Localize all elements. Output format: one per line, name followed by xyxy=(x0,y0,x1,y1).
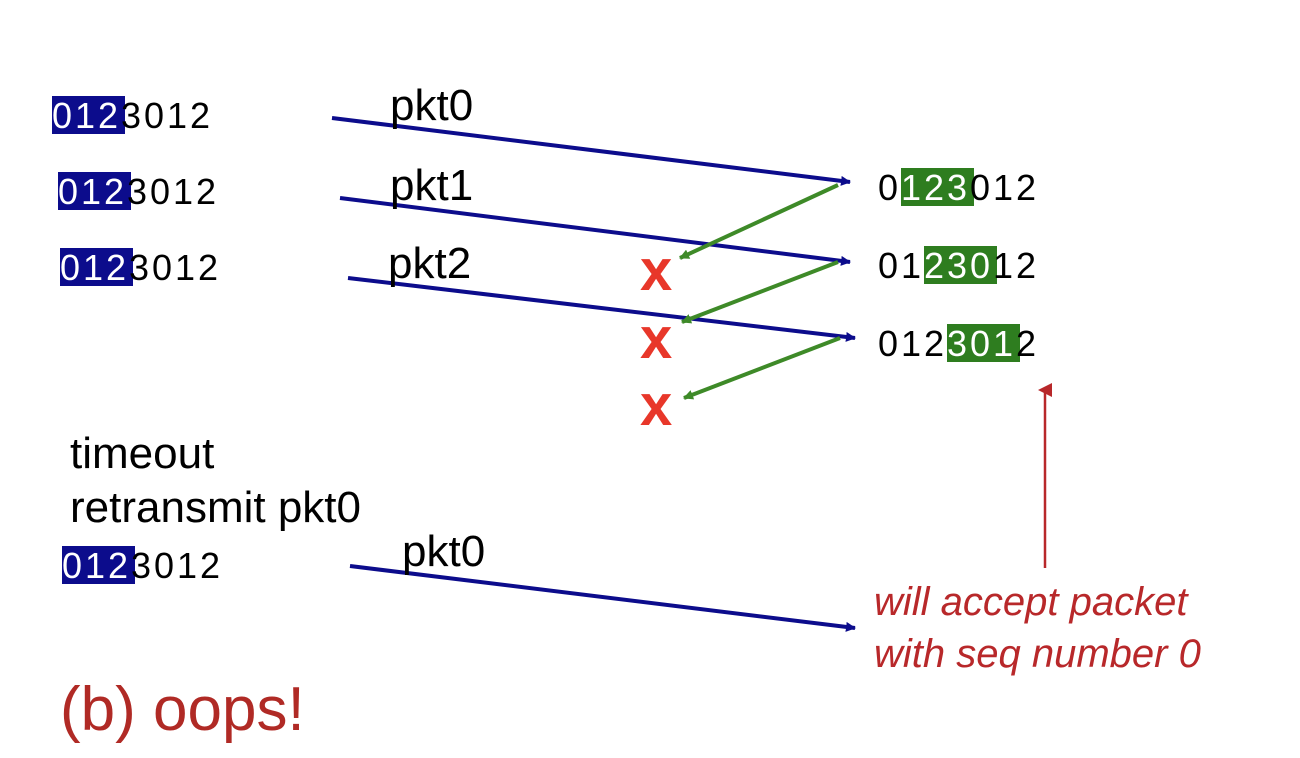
seq-digit: 1 xyxy=(75,95,95,136)
caption: (b) oops! xyxy=(60,675,305,744)
seq-digit: 2 xyxy=(1016,323,1036,364)
seq-digit: 1 xyxy=(83,247,103,288)
seq-digit: 1 xyxy=(167,95,187,136)
loss-x-icon-0: x xyxy=(640,238,672,303)
seq-digit: 0 xyxy=(154,545,174,586)
sender-window-highlight xyxy=(58,172,131,210)
pkt1-arrow xyxy=(339,196,851,266)
seq-digit: 1 xyxy=(901,245,921,286)
seq-digit: 3 xyxy=(947,245,967,286)
seq-digit: 1 xyxy=(993,323,1013,364)
seq-digit: 3 xyxy=(127,171,147,212)
seq-digit: 0 xyxy=(970,167,990,208)
seq-digit: 3 xyxy=(121,95,141,136)
timeout-label: timeout xyxy=(70,429,214,478)
pkt0-retransmit-arrow xyxy=(349,564,856,632)
seq-digit: 0 xyxy=(878,323,898,364)
seq-digit: 1 xyxy=(901,167,921,208)
seq-digit: 2 xyxy=(924,323,944,364)
ack0-arrow xyxy=(679,183,839,260)
pkt0-label: pkt0 xyxy=(390,81,473,130)
seq-digit: 2 xyxy=(196,171,216,212)
receiver-window-highlight xyxy=(947,324,1020,362)
pkt2-arrow xyxy=(347,276,856,342)
seq-digit: 1 xyxy=(177,545,197,586)
note-line-1: will accept packet xyxy=(874,580,1189,624)
receiver-window-highlight xyxy=(924,246,997,284)
seq-digit: 2 xyxy=(1016,167,1036,208)
seq-digit: 0 xyxy=(60,247,80,288)
seq-digit: 2 xyxy=(190,95,210,136)
seq-digit: 0 xyxy=(52,95,72,136)
seq-digit: 1 xyxy=(175,247,195,288)
pkt2-label: pkt2 xyxy=(388,239,471,288)
seq-digit: 2 xyxy=(924,167,944,208)
sender-window-highlight xyxy=(60,248,133,286)
seq-digit: 0 xyxy=(58,171,78,212)
loss-x-icon-2: x xyxy=(640,373,672,438)
seq-digit: 3 xyxy=(947,323,967,364)
seq-digit: 2 xyxy=(98,95,118,136)
seq-digit: 2 xyxy=(198,247,218,288)
pkt1-label: pkt1 xyxy=(390,161,473,210)
seq-digit: 0 xyxy=(970,323,990,364)
seq-digit: 0 xyxy=(152,247,172,288)
note-line-2: with seq number 0 xyxy=(874,632,1201,676)
seq-digit: 1 xyxy=(993,167,1013,208)
seq-digit: 1 xyxy=(901,323,921,364)
seq-digit: 3 xyxy=(129,247,149,288)
retransmit-label: retransmit pkt0 xyxy=(70,483,361,532)
seq-digit: 2 xyxy=(200,545,220,586)
seq-digit: 0 xyxy=(878,167,898,208)
seq-digit: 1 xyxy=(173,171,193,212)
sender-window-highlight xyxy=(52,96,125,134)
seq-digit: 0 xyxy=(144,95,164,136)
seq-digit: 2 xyxy=(106,247,126,288)
pkt0-arrow xyxy=(331,116,851,186)
seq-digit: 0 xyxy=(150,171,170,212)
seq-digit: 0 xyxy=(970,245,990,286)
seq-digit: 1 xyxy=(85,545,105,586)
seq-digit: 2 xyxy=(1016,245,1036,286)
seq-digit: 3 xyxy=(947,167,967,208)
sender-window-highlight xyxy=(62,546,135,584)
seq-digit: 2 xyxy=(104,171,124,212)
pkt0-retransmit-label: pkt0 xyxy=(402,527,485,576)
loss-x-icon-1: x xyxy=(640,306,672,371)
seq-digit: 0 xyxy=(878,245,898,286)
ack1-arrow xyxy=(681,260,839,324)
ack2-arrow xyxy=(683,336,841,400)
seq-digit: 2 xyxy=(108,545,128,586)
receiver-window-highlight xyxy=(901,168,974,206)
seq-digit: 3 xyxy=(131,545,151,586)
seq-digit: 2 xyxy=(924,245,944,286)
seq-digit: 0 xyxy=(62,545,82,586)
seq-digit: 1 xyxy=(81,171,101,212)
seq-digit: 1 xyxy=(993,245,1013,286)
